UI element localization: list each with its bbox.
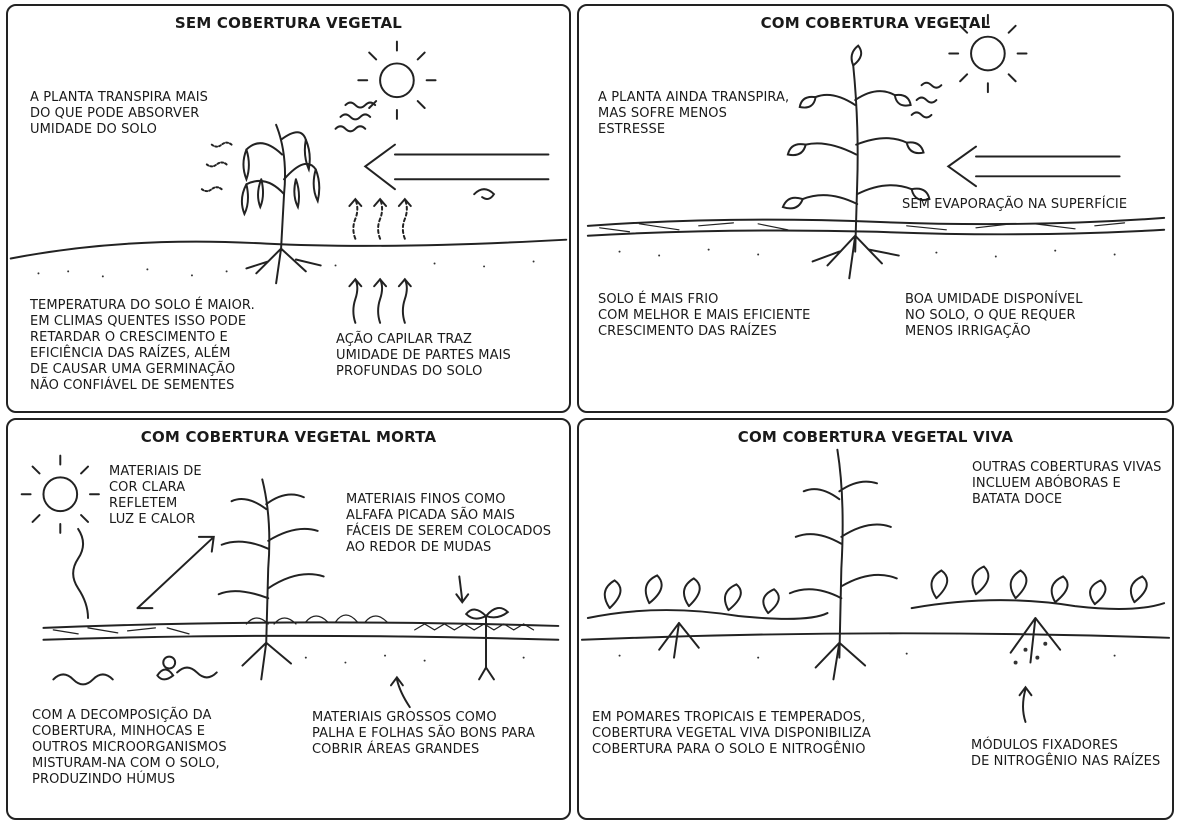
note-capillary-action: AÇÃO CAPILAR TRAZ UMIDADE DE PARTES MAIS… xyxy=(336,332,511,380)
panel-title: COM COBERTURA VEGETAL xyxy=(579,14,1172,32)
note-coarse-materials: MATERIAIS GROSSOS COMO PALHA E FOLHAS SÃ… xyxy=(312,710,535,758)
panel-title: SEM COBERTURA VEGETAL xyxy=(8,14,569,32)
note-soil-moisture: BOA UMIDADE DISPONÍVEL NO SOLO, O QUE RE… xyxy=(905,292,1083,340)
panel-no-cover: SEM COBERTURA VEGETAL A PLANTA TRANSPIRA… xyxy=(6,4,571,413)
note-no-evaporation: SEM EVAPORAÇÃO NA SUPERFÍCIE xyxy=(902,197,1127,213)
panel-live-cover: COM COBERTURA VEGETAL VIVA OUTRAS COBERT… xyxy=(577,418,1174,820)
panel-title: COM COBERTURA VEGETAL MORTA xyxy=(8,428,569,446)
note-soil-temperature: TEMPERATURA DO SOLO É MAIOR. EM CLIMAS Q… xyxy=(30,298,255,394)
panel-dead-cover: COM COBERTURA VEGETAL MORTA MATERIAIS DE… xyxy=(6,418,571,820)
panel-title: COM COBERTURA VEGETAL VIVA xyxy=(579,428,1172,446)
panel-with-cover: COM COBERTURA VEGETAL A PLANTA AINDA TRA… xyxy=(577,4,1174,413)
note-decomposition: COM A DECOMPOSIÇÃO DA COBERTURA, MINHOCA… xyxy=(32,708,227,788)
note-nitrogen-nodules: MÓDULOS FIXADORES DE NITROGÊNIO NAS RAÍZ… xyxy=(971,738,1160,770)
note-transpiration: A PLANTA TRANSPIRA MAIS DO QUE PODE ABSO… xyxy=(30,90,208,138)
note-transpiration: A PLANTA AINDA TRANSPIRA, MAS SOFRE MENO… xyxy=(598,90,789,138)
note-light-materials: MATERIAIS DE COR CLARA REFLETEM LUZ E CA… xyxy=(109,464,202,528)
note-orchards: EM POMARES TROPICAIS E TEMPERADOS, COBER… xyxy=(592,710,871,758)
note-cooler-soil: SOLO É MAIS FRIO COM MELHOR E MAIS EFICI… xyxy=(598,292,810,340)
note-other-covers: OUTRAS COBERTURAS VIVAS INCLUEM ABÓBORAS… xyxy=(972,460,1161,508)
note-fine-materials: MATERIAIS FINOS COMO ALFAFA PICADA SÃO M… xyxy=(346,492,551,556)
